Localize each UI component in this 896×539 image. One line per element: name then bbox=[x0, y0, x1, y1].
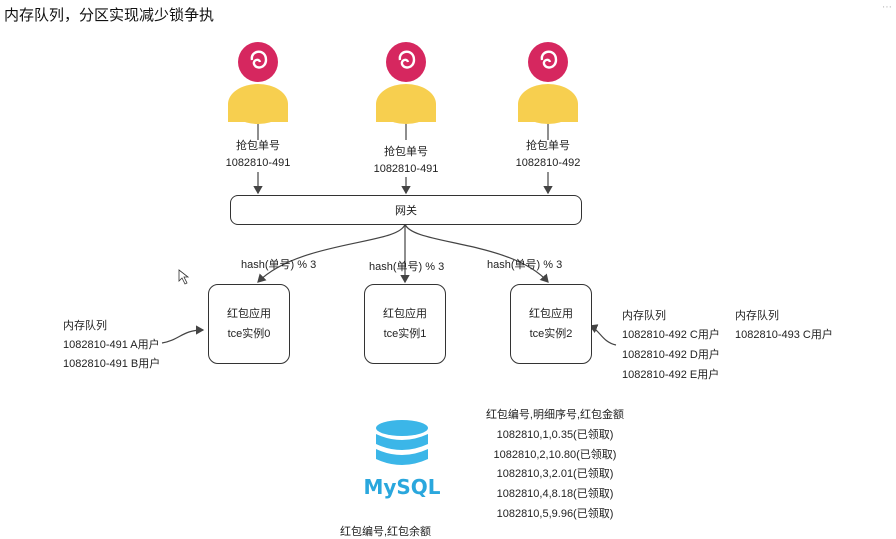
app-box-1: 红包应用 tce实例1 bbox=[364, 284, 446, 364]
gateway-box: 网关 bbox=[230, 195, 582, 225]
fan-to-app2 bbox=[404, 223, 549, 283]
detail-header: 红包编号,明细序号,红包金额 bbox=[485, 409, 625, 421]
user-2-order: 1082810-492 bbox=[515, 157, 581, 169]
far-right-queue-title: 内存队列 bbox=[735, 310, 779, 322]
left-queue-item: 1082810-491 B用户 bbox=[63, 358, 161, 370]
database-icon: MySQL bbox=[354, 418, 450, 502]
user-0-order: 1082810-491 bbox=[225, 157, 291, 169]
left-queue-item: 1082810-491 A用户 bbox=[63, 339, 160, 351]
hash-label-0: hash(单号) % 3 bbox=[241, 259, 317, 271]
arrow-left-queue bbox=[161, 325, 205, 344]
app-0-instance: tce实例0 bbox=[227, 328, 271, 340]
app-2-name: 红包应用 bbox=[529, 308, 573, 320]
user-1-order: 1082810-491 bbox=[373, 163, 439, 175]
app-box-0: 红包应用 tce实例0 bbox=[208, 284, 290, 364]
mysql-logo-text: MySQL bbox=[363, 475, 440, 499]
right-queue-item: 1082810-492 E用户 bbox=[622, 369, 720, 381]
mysql-caption: 红包编号,红包余额 bbox=[340, 526, 432, 538]
detail-row: 1082810,5,9.96(已领取) bbox=[496, 508, 614, 520]
hash-label-2: hash(单号) % 3 bbox=[487, 259, 563, 271]
app-box-2: 红包应用 tce实例2 bbox=[510, 284, 592, 364]
detail-row: 1082810,1,0.35(已领取) bbox=[496, 429, 614, 441]
user-2-label: 抢包单号 bbox=[526, 140, 570, 152]
far-right-queue-item: 1082810-493 C用户 bbox=[735, 329, 833, 341]
corner-menu-icon[interactable]: ⋯ bbox=[882, 2, 892, 13]
user-1-label: 抢包单号 bbox=[384, 146, 428, 158]
hash-label-1: hash(单号) % 3 bbox=[369, 261, 445, 273]
app-1-instance: tce实例1 bbox=[383, 328, 427, 340]
cursor-icon bbox=[178, 269, 190, 285]
left-queue-title: 内存队列 bbox=[63, 320, 107, 332]
page-title: 内存队列，分区实现减少锁争执 bbox=[4, 7, 215, 24]
right-queue-title: 内存队列 bbox=[622, 310, 666, 322]
right-queue-item: 1082810-492 D用户 bbox=[622, 349, 720, 361]
app-1-name: 红包应用 bbox=[383, 308, 427, 320]
fan-to-app0 bbox=[257, 223, 406, 283]
user-head bbox=[238, 42, 278, 82]
user-icon-1 bbox=[374, 40, 438, 124]
detail-row: 1082810,2,10.80(已领取) bbox=[493, 449, 617, 461]
detail-row: 1082810,4,8.18(已领取) bbox=[496, 488, 614, 500]
user-icon-2 bbox=[516, 40, 580, 124]
user-0-label: 抢包单号 bbox=[236, 140, 280, 152]
app-0-name: 红包应用 bbox=[227, 308, 271, 320]
right-queue-item: 1082810-492 C用户 bbox=[622, 329, 720, 341]
app-2-instance: tce实例2 bbox=[529, 328, 573, 340]
arrow-right-queue bbox=[588, 324, 617, 346]
gateway-label: 网关 bbox=[395, 205, 417, 217]
detail-row: 1082810,3,2.01(已领取) bbox=[496, 468, 614, 480]
user-icon-0 bbox=[226, 40, 290, 124]
